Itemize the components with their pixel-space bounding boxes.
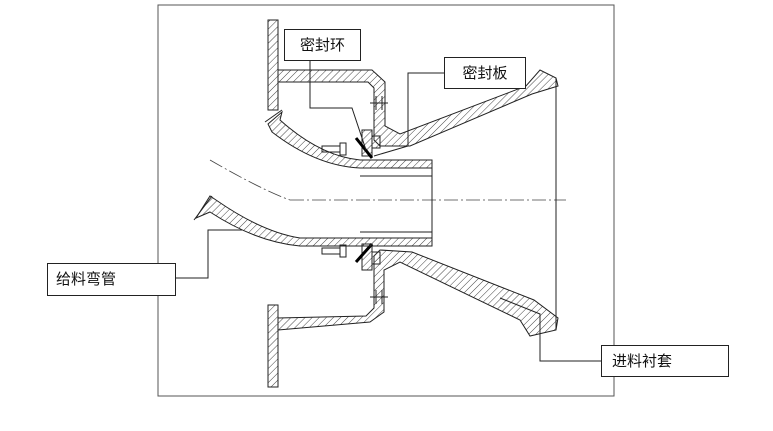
feed-pipe-outline — [193, 109, 433, 246]
label-seal-plate: 密封板 — [444, 57, 526, 89]
lower-housing — [277, 249, 559, 337]
feed-elbow-lower-wall — [194, 195, 433, 247]
leader-seal-plate — [373, 72, 444, 157]
seal-ring — [354, 137, 374, 263]
label-feed-elbow: 给料弯管 — [47, 263, 176, 296]
bolts — [321, 96, 388, 304]
centerline — [209, 159, 566, 201]
leader-seal-ring — [309, 61, 367, 151]
upper-housing — [277, 69, 559, 147]
leader-feed-liner — [499, 297, 601, 362]
label-feed-liner: 进料衬套 — [601, 345, 729, 377]
leader-lines — [176, 61, 601, 362]
leader-feed-elbow — [176, 229, 242, 279]
label-seal-ring: 密封环 — [284, 29, 361, 61]
wall-flange — [267, 19, 279, 388]
drawing-frame — [157, 4, 615, 397]
